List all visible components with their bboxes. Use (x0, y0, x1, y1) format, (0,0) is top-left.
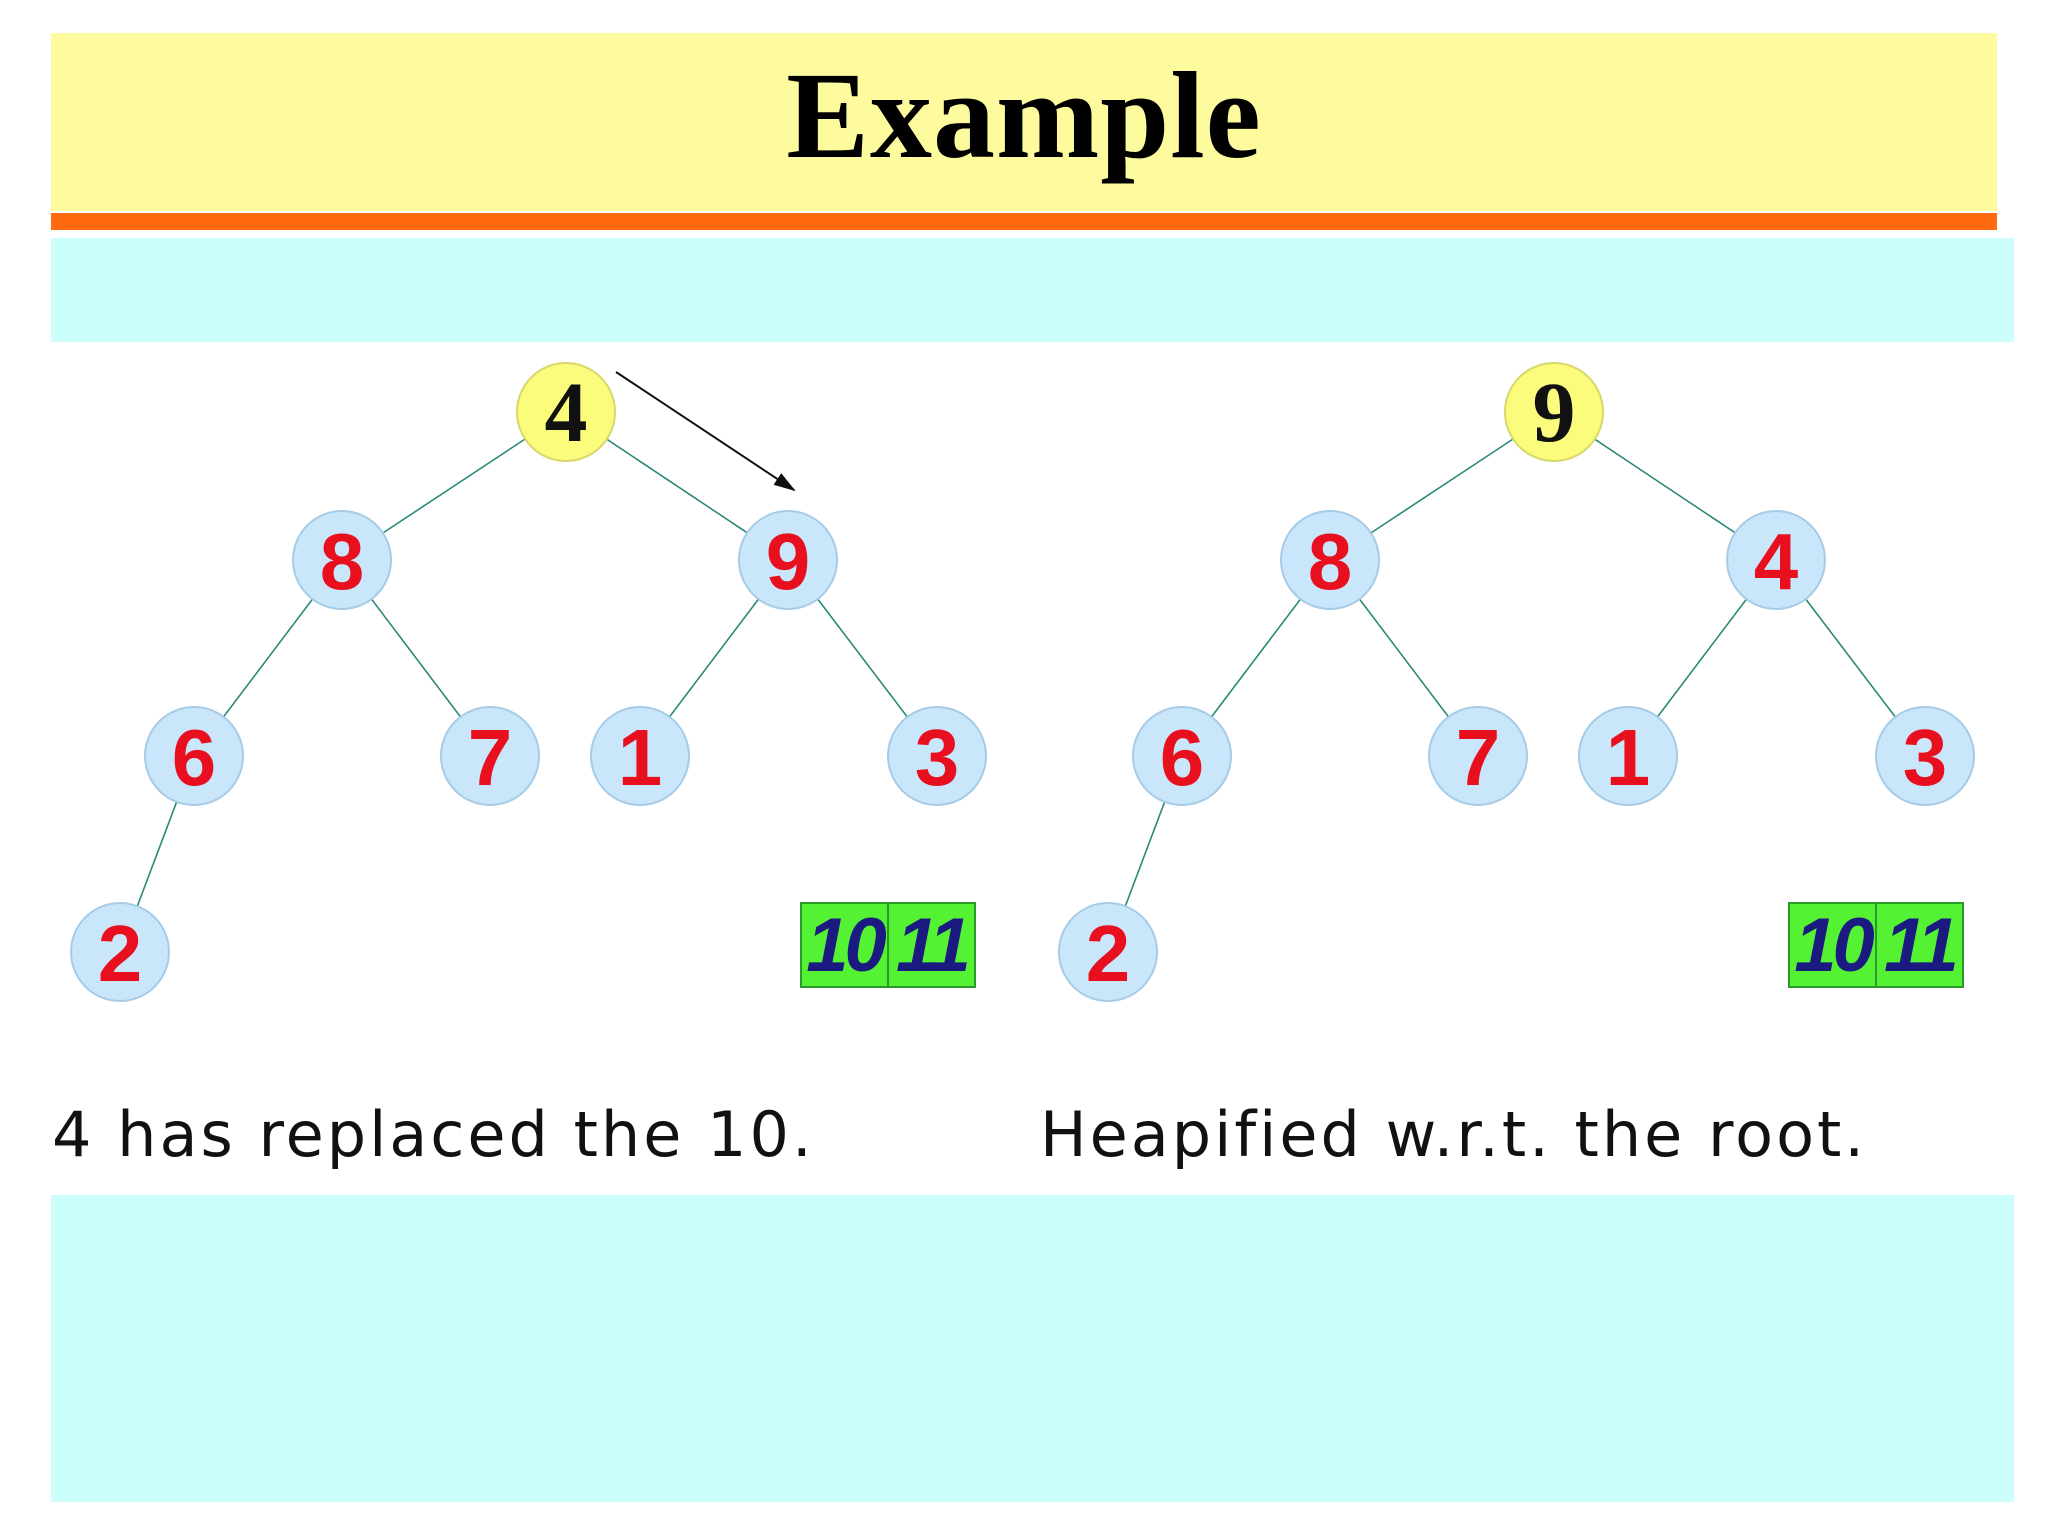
array-box-cell (1788, 902, 1877, 988)
node-value: 8 (1308, 517, 1353, 606)
array-box-value: 10 (806, 903, 886, 988)
tree-edge (1124, 801, 1166, 907)
node-circle (738, 510, 838, 610)
tree-node: 7 (1428, 706, 1528, 806)
node-circle (70, 902, 170, 1002)
node-circle (1280, 510, 1380, 610)
array-box: 10 (1788, 902, 1878, 988)
node-value: 1 (618, 713, 663, 802)
swap-arrow (615, 371, 796, 492)
node-value: 9 (1533, 364, 1576, 460)
caption-right: Heapified w.r.t. the root. (1040, 1098, 1868, 1171)
tree-edge (136, 801, 178, 907)
title-bar: Example (51, 33, 1997, 211)
node-circle (1875, 706, 1975, 806)
tree-node: 1 (590, 706, 690, 806)
node-circle (887, 706, 987, 806)
array-box-value: 11 (1884, 903, 1956, 988)
tree-edge (1656, 598, 1748, 718)
node-value: 4 (1754, 517, 1799, 606)
array-box-cell (800, 902, 889, 988)
node-circle (1726, 510, 1826, 610)
node-circle (1504, 362, 1604, 462)
node-circle (1428, 706, 1528, 806)
tree-node: 8 (292, 510, 392, 610)
tree-node-root: 9 (1504, 362, 1604, 462)
tree-node: 9 (738, 510, 838, 610)
tree-node: 2 (70, 902, 170, 1002)
tree-edge (817, 598, 908, 718)
tree-edge (668, 598, 760, 718)
node-value: 6 (1160, 713, 1205, 802)
node-value: 6 (172, 713, 217, 802)
swap-arrows (615, 371, 796, 492)
array-box-value: 10 (1794, 903, 1874, 988)
tree-node: 7 (440, 706, 540, 806)
tree-edges (136, 438, 1896, 907)
node-value: 2 (98, 909, 143, 998)
tree-nodes: 4 8 9 6 7 1 3 2 9 8 4 6 7 1 3 2 (70, 362, 1975, 1002)
tree-edge (1358, 598, 1450, 718)
node-value: 2 (1086, 909, 1131, 998)
tree-node: 6 (1132, 706, 1232, 806)
slide-title: Example (786, 47, 1262, 184)
node-value: 7 (1456, 713, 1501, 802)
array-box: 11 (887, 902, 976, 988)
node-value: 4 (545, 364, 588, 460)
tree-node: 4 (1726, 510, 1826, 610)
array-box-value: 11 (896, 903, 968, 988)
node-value: 9 (766, 517, 811, 606)
tree-node: 3 (1875, 706, 1975, 806)
tree-edge (1210, 598, 1302, 718)
tree-node: 3 (887, 706, 987, 806)
tree-node: 6 (144, 706, 244, 806)
node-value: 7 (468, 713, 513, 802)
tree-node: 1 (1578, 706, 1678, 806)
tree-edge (1805, 598, 1896, 718)
node-value: 8 (320, 517, 365, 606)
tree-edge (1370, 438, 1514, 534)
node-circle (590, 706, 690, 806)
tree-edge (370, 598, 462, 718)
node-circle (1578, 706, 1678, 806)
node-circle (1058, 902, 1158, 1002)
tree-node-root: 4 (516, 362, 616, 462)
tree-edge (606, 438, 748, 534)
caption-left: 4 has replaced the 10. (52, 1098, 815, 1171)
array-box-cell (887, 902, 976, 988)
top-band (51, 238, 2014, 342)
tree-node: 8 (1280, 510, 1380, 610)
array-box-cell (1875, 902, 1964, 988)
node-circle (292, 510, 392, 610)
tree-edge (222, 598, 314, 718)
array-box: 10 (800, 902, 890, 988)
array-box: 11 (1875, 902, 1964, 988)
node-circle (1132, 706, 1232, 806)
node-value: 3 (1903, 713, 1948, 802)
tree-edge (1594, 438, 1736, 534)
tree-edge (382, 438, 526, 534)
node-value: 3 (915, 713, 960, 802)
title-underline (51, 213, 1997, 230)
node-value: 1 (1606, 713, 1651, 802)
node-circle (440, 706, 540, 806)
bottom-band (51, 1195, 2014, 1502)
node-circle (516, 362, 616, 462)
tree-node: 2 (1058, 902, 1158, 1002)
node-circle (144, 706, 244, 806)
